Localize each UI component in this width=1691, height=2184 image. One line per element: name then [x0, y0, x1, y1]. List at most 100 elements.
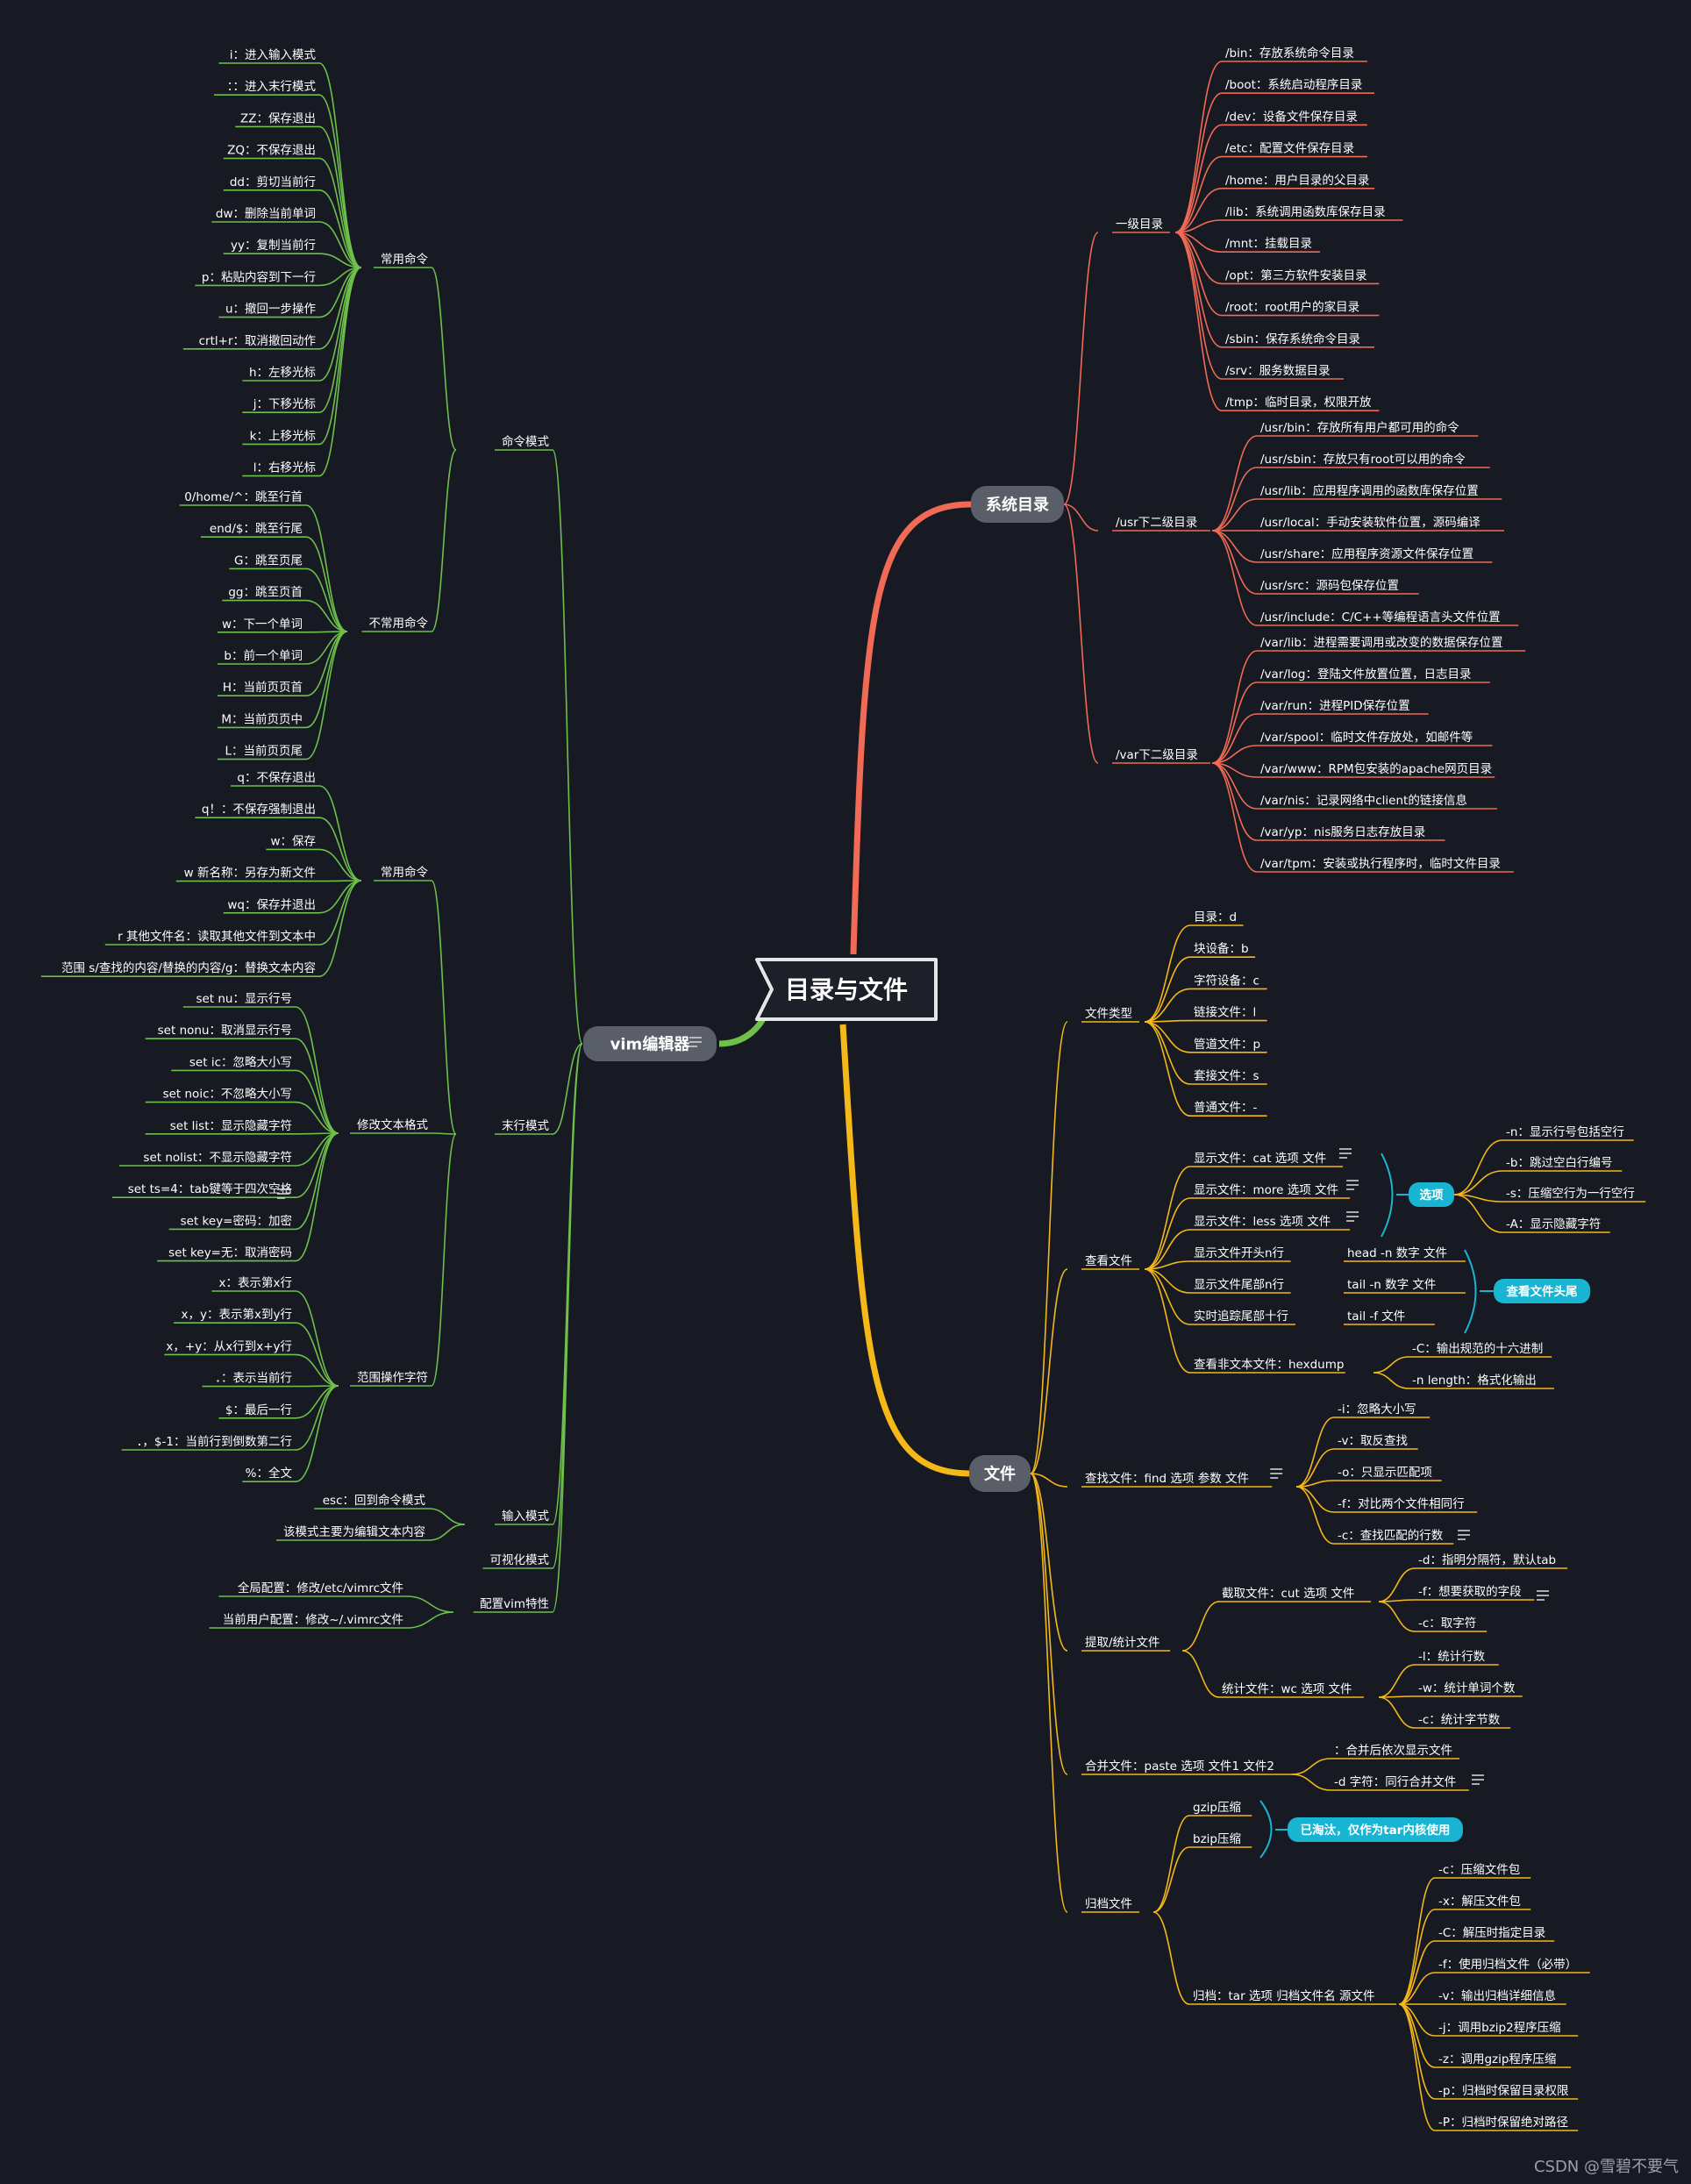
- headtail-cmd: head -n 数字 文件: [1347, 1246, 1447, 1260]
- connector: [1373, 1356, 1409, 1374]
- level1-node: 一级目录: [1116, 218, 1163, 232]
- connector: [1398, 1972, 1436, 2005]
- vim-input-item: esc：回到命令模式: [323, 1493, 426, 1508]
- vim-format-item: set key=无：取消密码: [168, 1245, 292, 1260]
- headtail-pill: 查看文件头尾: [1507, 1284, 1578, 1299]
- vim-format-item: set nu：显示行号: [196, 992, 292, 1006]
- connector: [1453, 1170, 1503, 1195]
- wc-item: -w：统计单词个数: [1418, 1681, 1516, 1695]
- types-node: 文件类型: [1085, 1007, 1132, 1021]
- connector: [318, 880, 362, 946]
- connector: [431, 880, 457, 1135]
- connector: [295, 1132, 339, 1262]
- connector: [1295, 1486, 1335, 1545]
- sub-node: 常用命令: [381, 252, 428, 267]
- vim-last-item: q！：不保存强制退出: [202, 803, 316, 817]
- connector: [295, 1132, 339, 1231]
- connector: [318, 817, 362, 881]
- view-option: -s：压缩空行为一行空行: [1506, 1187, 1635, 1201]
- connector: [406, 1595, 454, 1613]
- connector: [318, 221, 362, 268]
- bracket: [1464, 1249, 1477, 1334]
- usr-item: /usr/share：应用程序资源文件保存位置: [1260, 546, 1473, 561]
- files-node-box: [969, 1455, 1031, 1492]
- usr-item: /usr/include：C/C++等编程语言头文件位置: [1260, 610, 1501, 625]
- vim-uncommon-item: 0/home/^：跳至行首: [184, 490, 303, 504]
- vim-cmd-item: u：撤回一步操作: [225, 303, 316, 317]
- connector: [406, 1611, 454, 1629]
- bracket: [1259, 1800, 1273, 1859]
- tar-item: -p：归档时保留目录权限: [1438, 2083, 1569, 2098]
- level1-item: /etc：配置文件保存目录: [1225, 142, 1354, 156]
- connector: [552, 1043, 583, 1135]
- bracket: [1381, 1153, 1394, 1238]
- vim-cmd-item: dw：删除当前单词: [216, 206, 316, 221]
- level1-item: /srv：服务数据目录: [1225, 364, 1331, 378]
- connector: [1030, 1473, 1068, 1775]
- notes-icon: [1458, 1530, 1470, 1540]
- connector: [1144, 1021, 1191, 1117]
- connector: [295, 1132, 339, 1198]
- view-option: -n：显示行号包括空行: [1506, 1125, 1624, 1139]
- vim-format-item: set nonu：取消显示行号: [158, 1024, 292, 1038]
- connector: [305, 631, 348, 760]
- view-option: -b：跳过空白行编号: [1506, 1156, 1612, 1170]
- sub-node: 不常用命令: [369, 616, 429, 631]
- view-cmd: 显示文件：less 选项 文件: [1194, 1215, 1331, 1229]
- tar-item: -c：压缩文件包: [1438, 1863, 1520, 1877]
- connector: [431, 1133, 457, 1387]
- notes-icon: [1270, 1468, 1283, 1479]
- paste-item: -d 字符：同行合并文件: [1334, 1775, 1456, 1789]
- compress-note-pill: 已淘汰，仅作为tar内核使用: [1301, 1823, 1451, 1838]
- vim-cmd-item: p：粘贴内容到下一行: [202, 269, 316, 284]
- connector: [1181, 1650, 1220, 1698]
- headtail-desc: 显示文件尾部n行: [1194, 1278, 1284, 1292]
- vim-uncommon-item: b：前一个单词: [224, 648, 303, 663]
- connector: [1211, 530, 1258, 626]
- connector: [1211, 762, 1258, 873]
- vim-uncommon-item: gg：跳至页首: [228, 586, 303, 600]
- connector: [318, 125, 362, 268]
- vim-range-item: ．，$-1：当前行到倒数第二行: [137, 1434, 292, 1449]
- mode-node: 末行模式: [502, 1119, 549, 1133]
- connector: [1174, 188, 1223, 233]
- notes-icon: [1537, 1590, 1549, 1601]
- tar-node: 归档：tar 选项 归档文件名 源文件: [1193, 1988, 1375, 2003]
- tar-item: -x：解压文件包: [1438, 1895, 1521, 1909]
- vim-config-item: 全局配置：修改/etc/vimrc文件: [238, 1581, 403, 1595]
- connector: [318, 62, 362, 268]
- notes-icon: [277, 1188, 289, 1199]
- branch-files: [839, 1024, 972, 1477]
- wc-node: 统计文件：wc 选项 文件: [1222, 1682, 1352, 1696]
- connector: [428, 1524, 466, 1541]
- type-item: 套接文件：s: [1194, 1068, 1259, 1083]
- hexdump-item: -n length：格式化输出: [1412, 1374, 1537, 1388]
- connector: [295, 1385, 339, 1451]
- vim-uncommon-item: end/$：跳至行尾: [210, 522, 303, 536]
- connector: [305, 536, 348, 632]
- level1-item: /root：root用户的家目录: [1225, 300, 1359, 315]
- connector: [428, 1508, 466, 1525]
- vim-last-item: wq：保存并退出: [227, 898, 316, 912]
- type-item: 普通文件：-: [1194, 1101, 1257, 1115]
- connector: [305, 599, 348, 632]
- vim-last-item: q：不保存退出: [237, 771, 316, 785]
- connector: [1144, 1021, 1191, 1053]
- vim-range-item: ．：表示当前行: [215, 1371, 292, 1386]
- view-option: -A：显示隐藏字符: [1506, 1217, 1601, 1231]
- connector: [1144, 1268, 1191, 1374]
- tar-item: -P：归档时保留绝对路径: [1438, 2115, 1568, 2130]
- view-node: 查看文件: [1085, 1254, 1132, 1268]
- connector: [1174, 92, 1223, 233]
- connector: [318, 189, 362, 268]
- connector: [1211, 530, 1258, 563]
- connector: [1144, 1268, 1191, 1325]
- vim-last-item: r 其他文件名：读取其他文件到文本中: [118, 930, 316, 944]
- connector: [295, 1069, 339, 1134]
- connector: [1378, 1664, 1416, 1698]
- notes-icon: [1346, 1211, 1359, 1222]
- tar-item: -v：输出归档详细信息: [1438, 1988, 1556, 2003]
- connector: [431, 267, 457, 451]
- var-item: /var/lib：进程需要调用或改变的数据保存位置: [1260, 636, 1502, 650]
